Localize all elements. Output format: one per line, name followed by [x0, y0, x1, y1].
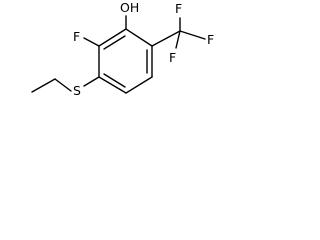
- cf3-fluoro-bottom-label: F: [169, 50, 176, 65]
- fluoro-label: F: [73, 29, 80, 44]
- bond-c3-s: [83, 76, 100, 87]
- bond-c2-f: [83, 37, 100, 47]
- ring-bond-c2-c1: [98, 28, 127, 47]
- ring-bond-c4-c3: [98, 76, 127, 94]
- bond-s-methyl: [54, 78, 72, 92]
- ring-double-bond-c4-c3: [103, 73, 126, 88]
- thio-label: S: [73, 83, 81, 98]
- bond-c6-cf3: [151, 30, 181, 47]
- chemical-structure: OH F S F F F: [31, 0, 214, 98]
- ring-bond-c5-c4: [125, 76, 153, 94]
- methyl-bond: [31, 78, 56, 93]
- hydroxyl-label: OH: [120, 0, 139, 15]
- cf3-fluoro-right-label: F: [207, 32, 214, 47]
- bond-cf3-f-right: [179, 30, 206, 40]
- bond-cf3-f-bottom: [175, 30, 181, 49]
- ring-bond-c1-c6: [125, 28, 153, 47]
- ring-double-bond-c2-c1: [103, 35, 126, 50]
- cf3-fluoro-top-label: F: [175, 1, 182, 16]
